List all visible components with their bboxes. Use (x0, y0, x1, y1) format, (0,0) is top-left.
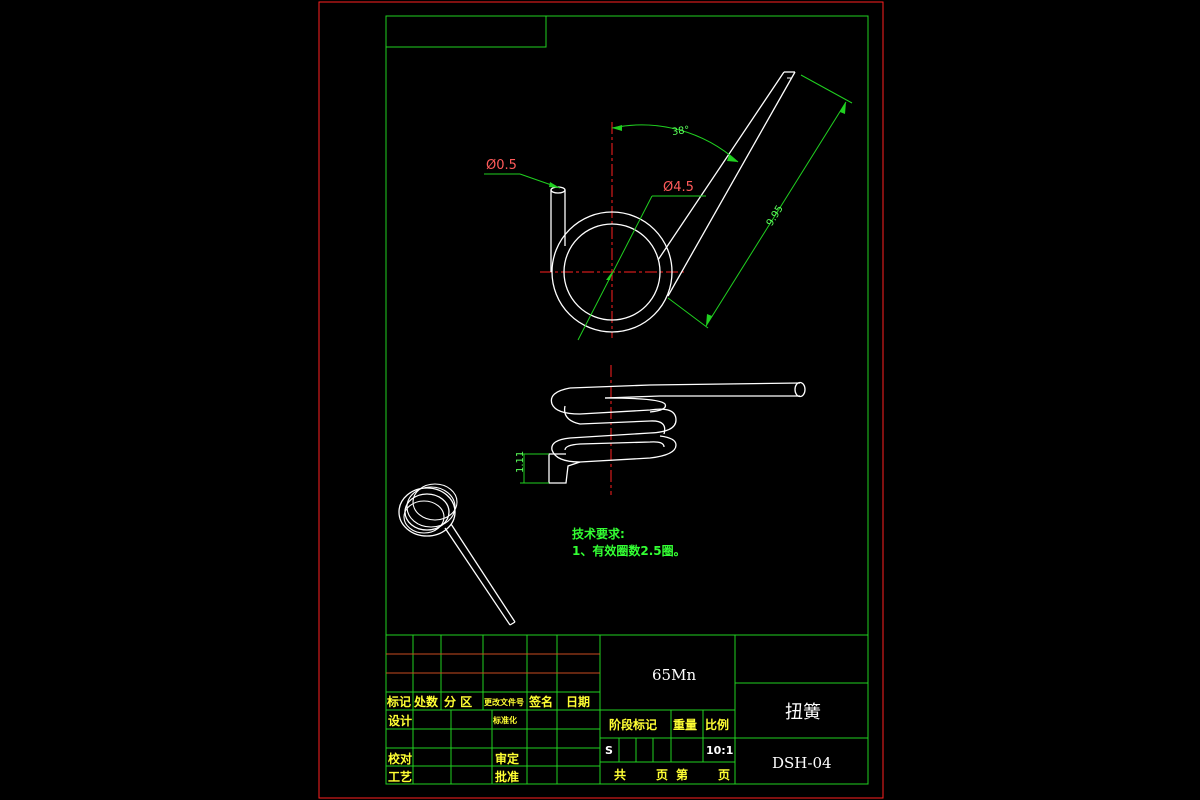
tb-stage-mark: S (605, 744, 613, 757)
drawing-frame (385, 15, 869, 785)
tb-scale: 10:1 (706, 744, 733, 757)
coil-inner (563, 223, 661, 321)
leg-end (550, 186, 566, 194)
isometric-view (398, 483, 516, 626)
tb-process: 工艺 (388, 769, 412, 784)
sheet-border (318, 1, 884, 799)
tb-drawing-no: DSH-04 (772, 754, 832, 772)
dim-coil-diameter: Ø4.5 (663, 180, 694, 195)
dim-arm-length: 9.95 (765, 204, 786, 229)
dim-leg-height: 1.11 (515, 451, 526, 473)
tb-sheet: 第 (676, 767, 688, 782)
tb-material: 65Mn (652, 666, 696, 684)
tb-page: 页 (656, 768, 668, 782)
tb-stage-label: 阶段标记 (609, 717, 657, 732)
tb-page2: 页 (718, 768, 730, 782)
tb-signature: 签名 (528, 694, 553, 709)
tb-approve: 批准 (495, 769, 519, 784)
tb-total: 共 (614, 767, 626, 782)
tb-zone: 分 区 (444, 694, 472, 709)
code-box (385, 15, 547, 48)
tb-mark: 标记 (386, 694, 411, 709)
tb-check: 校对 (388, 751, 412, 766)
dim-angle: 38° (671, 125, 690, 138)
coil-outer (551, 211, 673, 333)
dim-wire-diameter: Ø0.5 (486, 158, 517, 173)
tb-weight-label: 重量 (673, 717, 697, 732)
tb-scale-label: 比例 (705, 717, 729, 732)
tb-part-name: 扭簧 (785, 702, 821, 723)
tb-count: 处数 (413, 694, 439, 709)
tech-req-item-1: 1、有效圈数2.5圈。 (572, 543, 686, 558)
tb-change-doc: 更改文件号 (484, 697, 524, 707)
tb-design: 设计 (388, 713, 412, 728)
front-view: 1.11 (515, 365, 806, 495)
tb-standardize: 标准化 (492, 715, 517, 725)
tb-review: 审定 (495, 751, 519, 766)
top-view: Ø4.5 Ø0.5 38° 9.95 (484, 71, 853, 341)
tb-date: 日期 (566, 694, 590, 709)
tech-req-heading: 技术要求: (572, 526, 625, 541)
